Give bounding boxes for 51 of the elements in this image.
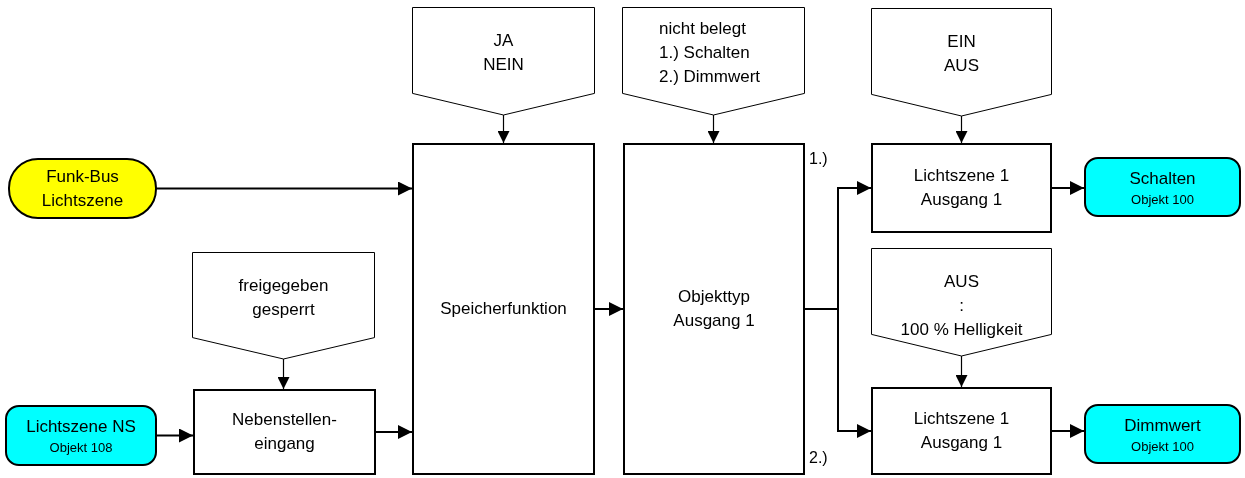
edge-label: 1.): [808, 150, 829, 168]
node-text: Lichtszene NS: [26, 416, 136, 438]
node-text: Ausgang 1: [673, 310, 755, 332]
object-number: Objekt 100: [1131, 437, 1194, 455]
arrow: [804, 308, 872, 438]
node-text: nicht belegt: [659, 18, 746, 40]
arrow: [955, 115, 968, 144]
arrow: [497, 114, 510, 144]
node-text: Speicherfunktion: [440, 298, 567, 320]
edge-label: 2.): [808, 449, 829, 467]
node-text: Ausgang 1: [920, 189, 1003, 211]
arrow: [1051, 181, 1085, 195]
process-box: [871, 143, 1052, 233]
arrow: [955, 355, 968, 388]
process-box: [412, 143, 595, 475]
arrow: [594, 302, 624, 316]
node-text: Dimmwert: [1124, 414, 1201, 437]
node-text: :: [959, 295, 964, 317]
node-text: gesperrt: [252, 299, 315, 321]
object-number: Objekt 100: [1131, 190, 1194, 208]
process-box: [871, 387, 1052, 475]
node-text: Lichtszene: [41, 189, 124, 212]
node-text: Lichtszene 1: [913, 408, 1010, 430]
node-text: Funk-Bus: [46, 165, 119, 188]
arrow: [707, 114, 720, 144]
process-box: [623, 143, 805, 475]
terminal-box: [5, 405, 157, 466]
node-text: AUS: [944, 271, 979, 293]
node-text: freigegeben: [238, 275, 329, 297]
node-text: Lichtszene 1: [913, 165, 1010, 187]
node-text: Schalten: [1129, 167, 1196, 190]
node-text: EIN: [947, 31, 976, 53]
object-number: Objekt 108: [49, 439, 113, 456]
node-text: 2.) Dimmwert: [659, 66, 761, 88]
node-text: AUS: [944, 55, 979, 77]
terminal-box: [8, 158, 157, 219]
arrow: [1051, 424, 1085, 438]
terminal-box: [1084, 157, 1241, 217]
node-text: NEIN: [483, 54, 524, 76]
node-text: Ausgang 1: [920, 432, 1003, 454]
node-text: Nebenstellen-eingang: [231, 409, 338, 455]
node-text: 100 % Helligkeit: [900, 319, 1023, 341]
terminal-box: [1084, 404, 1241, 464]
process-box: [193, 389, 376, 475]
arrow: [375, 425, 413, 439]
node-text: 1.) Schalten: [659, 42, 750, 64]
arrow: [277, 358, 290, 390]
arrow: [156, 181, 413, 196]
arrow: [156, 428, 194, 443]
node-text: Objekttyp: [678, 286, 750, 308]
node-text: JA: [493, 30, 514, 52]
